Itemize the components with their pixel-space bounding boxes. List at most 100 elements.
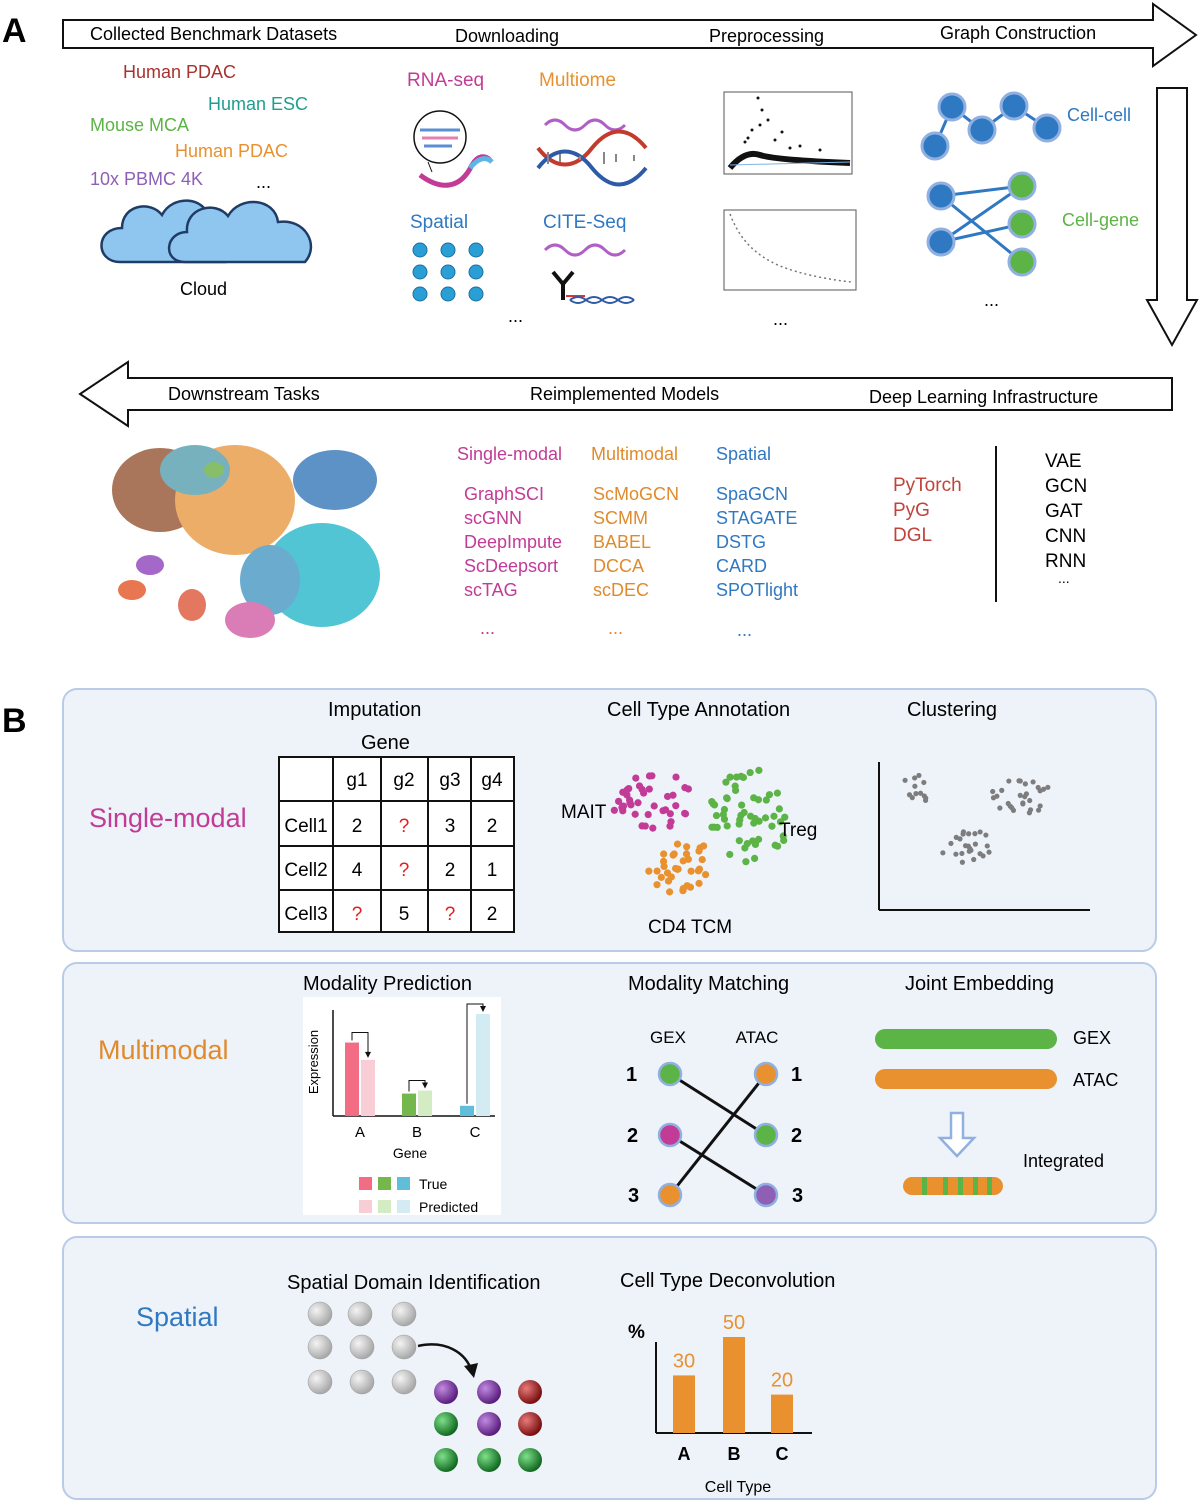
cluster-dot — [948, 840, 954, 847]
embedding-integrated-label: Integrated — [1023, 1151, 1104, 1171]
cluster-dot — [912, 783, 918, 789]
modality-multiome: Multiome — [539, 70, 616, 91]
panel-a-letter: A — [2, 12, 27, 50]
model-item: STAGATE — [716, 508, 797, 528]
table-col-header: g1 — [346, 770, 367, 791]
pred-arrowhead-A — [365, 1051, 371, 1058]
annotation-dot-treg — [773, 789, 782, 797]
annotation-dot-treg — [747, 812, 755, 820]
imputation-title: Imputation — [328, 699, 421, 721]
rna-seq-icon — [413, 110, 494, 188]
annotation-dot-treg — [750, 794, 758, 802]
matching-right-number: 2 — [791, 1125, 802, 1147]
annotation-dot-treg — [776, 818, 785, 826]
deconv-value-label: 30 — [673, 1350, 695, 1372]
embedding-atac-label: ATAC — [1073, 1070, 1118, 1090]
annotation-dot-mait — [631, 810, 639, 818]
annotation-dot-cd4 — [686, 883, 695, 891]
pred-bar-true-A — [345, 1042, 359, 1116]
stage-reimplemented: Reimplemented Models — [530, 384, 719, 404]
legend-swatch-pred-a — [359, 1200, 372, 1213]
clustering-axes — [878, 762, 1090, 911]
pred-bar-true-C — [460, 1105, 474, 1116]
cluster-dot — [1007, 803, 1013, 809]
cluster-dot — [1035, 807, 1042, 813]
preprocessing-variance-plot — [723, 209, 857, 291]
cluster-dot — [902, 777, 908, 783]
cluster-dot — [977, 829, 983, 835]
models-multimodal-title: Multimodal — [591, 444, 678, 464]
annotation-dot-cd4 — [665, 888, 674, 896]
pred-tick-label: B — [412, 1124, 422, 1141]
cell-cell-graph — [920, 91, 1062, 161]
prediction-legend: True Predicted — [359, 1176, 478, 1215]
annotation-dot-treg — [731, 786, 740, 795]
deconv-tick-label: A — [678, 1444, 691, 1464]
cluster-dot — [1040, 786, 1047, 792]
annotation-dot-treg — [708, 798, 716, 806]
matching-left-number: 2 — [627, 1125, 638, 1147]
domain-arrowhead — [464, 1363, 478, 1378]
matching-node-atac-2 — [753, 1122, 779, 1148]
annotation-dot-cd4 — [683, 843, 691, 851]
pred-bar-predicted-C — [476, 1014, 490, 1116]
annotation-dot-treg — [743, 839, 751, 848]
model-item: scDEC — [593, 580, 649, 600]
dataset-human-pdac-1: Human PDAC — [123, 62, 236, 82]
models-single-modal-list: GraphSCI scGNN DeepImpute ScDeepsort scT… — [464, 484, 562, 638]
annotation-dot-cd4 — [667, 873, 675, 881]
models-single-modal-title: Single-modal — [457, 444, 562, 464]
matching-gex-header: GEX — [650, 1028, 686, 1047]
annotation-dot-mait — [667, 818, 675, 826]
framework-item: PyG — [893, 500, 930, 521]
model-ellipsis: ... — [480, 618, 495, 638]
matching-right-number: 1 — [791, 1064, 802, 1086]
table-col-header: g4 — [481, 770, 503, 791]
architecture-item: GCN — [1045, 476, 1087, 497]
annotation-dot-treg — [761, 814, 770, 822]
matching-node-gex-3 — [657, 1182, 683, 1208]
annotation-dot-treg — [765, 791, 774, 799]
annotation-dot-treg — [746, 768, 754, 777]
pred-arrowhead-C — [480, 1006, 486, 1012]
cluster-dot — [966, 831, 972, 837]
row-label-multimodal: Multimodal — [98, 1035, 229, 1065]
annotation-dot-treg — [779, 832, 787, 840]
stage-collected: Collected Benchmark Datasets — [90, 24, 337, 44]
deconv-tick-label: B — [728, 1444, 741, 1464]
embedding-gex-bar — [875, 1029, 1057, 1049]
table-cell-missing: ? — [352, 904, 363, 925]
panel-b-letter: B — [2, 702, 27, 740]
cluster-dot — [960, 829, 967, 835]
table-cell: 1 — [487, 860, 498, 881]
annotation-dot-cd4 — [695, 847, 703, 855]
cluster-dot — [972, 841, 979, 847]
architecture-item: CNN — [1045, 526, 1086, 547]
annotation-dot-mait — [672, 773, 680, 781]
cluster-dot — [1016, 778, 1022, 784]
annotation-dot-cd4 — [695, 865, 704, 873]
stage-infrastructure: Deep Learning Infrastructure — [869, 387, 1098, 407]
spatial-box — [62, 1236, 1157, 1500]
model-ellipsis: ... — [737, 620, 752, 640]
legend-predicted: Predicted — [419, 1199, 478, 1215]
model-item: ScMoGCN — [593, 484, 679, 504]
deconvolution-title: Cell Type Deconvolution — [620, 1270, 835, 1292]
annotation-dot-cd4 — [660, 850, 668, 858]
stage-downstream: Downstream Tasks — [168, 384, 320, 404]
table-cell: 2 — [445, 860, 456, 881]
datasets-ellipsis: ... — [256, 172, 271, 192]
cluster-dot — [984, 843, 990, 849]
cluster-dot — [1037, 803, 1043, 809]
annotation-dot-cd4 — [687, 867, 695, 875]
cluster-dot — [999, 787, 1005, 793]
stage-downloading: Downloading — [455, 26, 559, 46]
matching-right-number: 3 — [792, 1185, 803, 1207]
cluster-dot — [1023, 791, 1030, 797]
embedding-gex-label: GEX — [1073, 1028, 1111, 1048]
annotation-dot-mait — [659, 807, 667, 815]
down-arrow — [1145, 87, 1199, 348]
annotation-dot-mait — [641, 822, 649, 830]
annotation-dot-mait — [610, 806, 618, 814]
